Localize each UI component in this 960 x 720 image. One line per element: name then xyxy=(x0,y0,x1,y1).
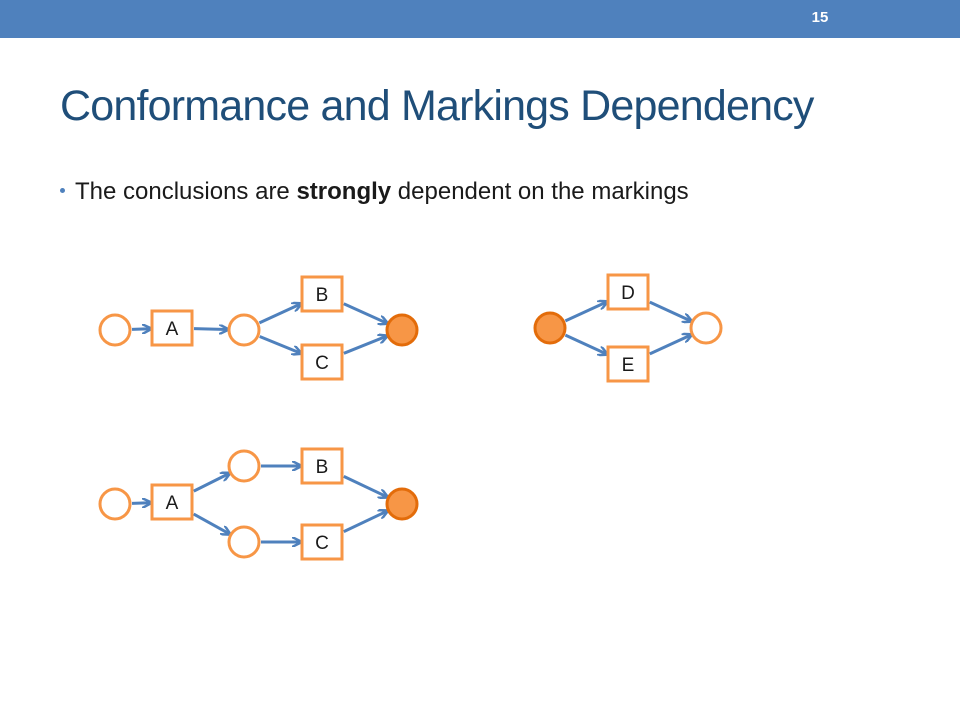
net-1-transition-label-a: A xyxy=(166,319,179,340)
net-3-place-r1 xyxy=(98,487,132,521)
net-1-place-p3-marked xyxy=(385,313,419,347)
net-3-transition-c xyxy=(300,523,344,561)
net-2-place-q1-marked xyxy=(533,311,567,345)
net-1-place-p1 xyxy=(98,313,132,347)
net-1-transition-c xyxy=(300,343,344,381)
net-2-transition-e xyxy=(606,345,650,383)
net-3-arc-r1-to-a xyxy=(131,503,150,504)
bullet-text-start: The conclusions are xyxy=(75,178,297,205)
net-3-place-r4-marked xyxy=(385,487,419,521)
net-2-arc-q1-to-e xyxy=(564,333,606,354)
bullet-dot-icon xyxy=(60,188,65,194)
net-3-place-r2 xyxy=(227,449,261,483)
net-3-arc-a-to-r3 xyxy=(192,512,229,534)
net-3-arc-b-to-r4 xyxy=(343,475,387,496)
net-1-arc-p2-to-b xyxy=(258,304,300,325)
net-2-arc-q1-to-d xyxy=(564,302,606,323)
bullet-point: The conclusions are strongly dependent o… xyxy=(60,178,689,206)
net-3-transition-label-b: B xyxy=(316,457,329,478)
net-3-arc-a-to-r2 xyxy=(193,474,229,493)
slide-number: 15 xyxy=(811,9,829,26)
net-3-transition-label-c: C xyxy=(315,533,329,554)
net-3-transition-b xyxy=(300,447,344,485)
net-1-transition-b xyxy=(300,275,344,313)
net-1-arc-b-to-p3 xyxy=(343,302,387,323)
net-3-transition-a xyxy=(150,483,194,521)
net-1-place-p2 xyxy=(227,313,261,347)
net-1-transition-label-c: C xyxy=(315,353,329,374)
net-3-place-r3 xyxy=(227,525,261,559)
net-1-arc-p2-to-c xyxy=(259,335,300,354)
slide-title: Conformance and Markings Dependency xyxy=(60,82,814,130)
net-1-transition-a xyxy=(150,309,194,347)
net-3-arc-c-to-r4 xyxy=(343,511,387,533)
net-2-transition-d xyxy=(606,273,650,311)
net-2-transition-label-e: E xyxy=(622,355,635,376)
header-bar: 15 xyxy=(0,0,960,38)
bullet-text-bold: strongly xyxy=(296,178,392,205)
net-1-arc-c-to-p3 xyxy=(343,336,386,355)
net-3-transition-label-a: A xyxy=(166,493,179,514)
net-2-transition-label-d: D xyxy=(621,283,635,304)
net-1-arc-p1-to-a xyxy=(131,329,150,330)
net-2-arc-d-to-q2 xyxy=(649,300,691,321)
net-1-transition-label-b: B xyxy=(316,285,329,306)
net-2-place-q2 xyxy=(689,311,723,345)
net-1-arc-a-to-p2 xyxy=(193,329,227,330)
bullet-text-end: dependent on the markings xyxy=(391,178,689,205)
net-2-arc-e-to-q2 xyxy=(649,335,691,356)
